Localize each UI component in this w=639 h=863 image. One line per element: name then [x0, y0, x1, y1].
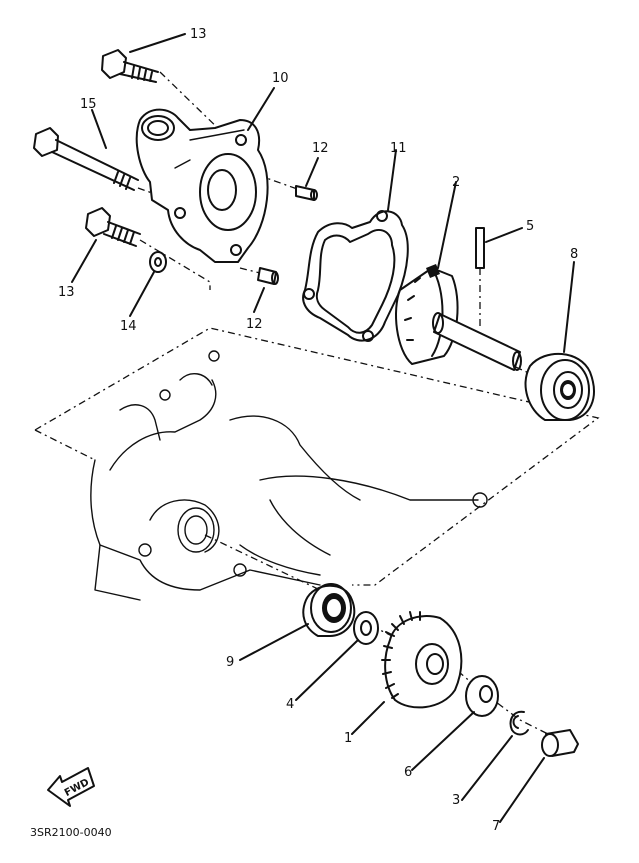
gear-1	[381, 611, 463, 709]
callout-10: 10	[272, 71, 289, 86]
collar-7	[541, 729, 579, 757]
callout-1: 1	[344, 731, 352, 746]
gasket-11	[302, 210, 409, 342]
crankcase-outline	[34, 327, 600, 601]
callout-labels: 13 10 15 12 11 2 5 8 13 14 12 9 4 1 6 3 …	[58, 27, 578, 834]
circlip-3	[509, 710, 529, 736]
washer-14	[149, 251, 167, 273]
callout-8: 8	[570, 247, 578, 262]
oil-seal-8	[524, 353, 595, 421]
callout-3: 3	[452, 793, 460, 808]
pump-cover-10	[135, 108, 269, 263]
forward-direction-arrow: FWD	[47, 767, 95, 807]
callout-4: 4	[286, 697, 294, 712]
washer-4	[353, 611, 379, 645]
pin-5	[475, 227, 485, 269]
callout-12-lower: 12	[246, 317, 263, 332]
bolt-15-long	[33, 127, 139, 191]
bolt-13-lower	[85, 207, 141, 247]
dowel-pin-12-lower	[257, 267, 279, 285]
callout-6: 6	[404, 765, 412, 780]
callout-leaders	[71, 33, 575, 823]
callout-13-upper: 13	[190, 27, 207, 42]
callout-7: 7	[492, 819, 500, 834]
diagram-code: 3SR2100-0040	[30, 826, 112, 839]
bearing-9	[302, 583, 356, 637]
callout-13-lower: 13	[58, 285, 75, 300]
callout-9: 9	[226, 655, 234, 670]
callout-5: 5	[526, 219, 534, 234]
callout-15: 15	[80, 97, 97, 112]
callout-11: 11	[390, 141, 407, 156]
impeller-shaft-2	[395, 264, 522, 371]
dowel-pin-12-upper	[295, 185, 318, 201]
bolt-13-upper	[101, 49, 159, 83]
callout-12-upper: 12	[312, 141, 329, 156]
callout-14: 14	[120, 319, 137, 334]
callout-2: 2	[452, 175, 460, 190]
washer-6	[465, 675, 499, 717]
